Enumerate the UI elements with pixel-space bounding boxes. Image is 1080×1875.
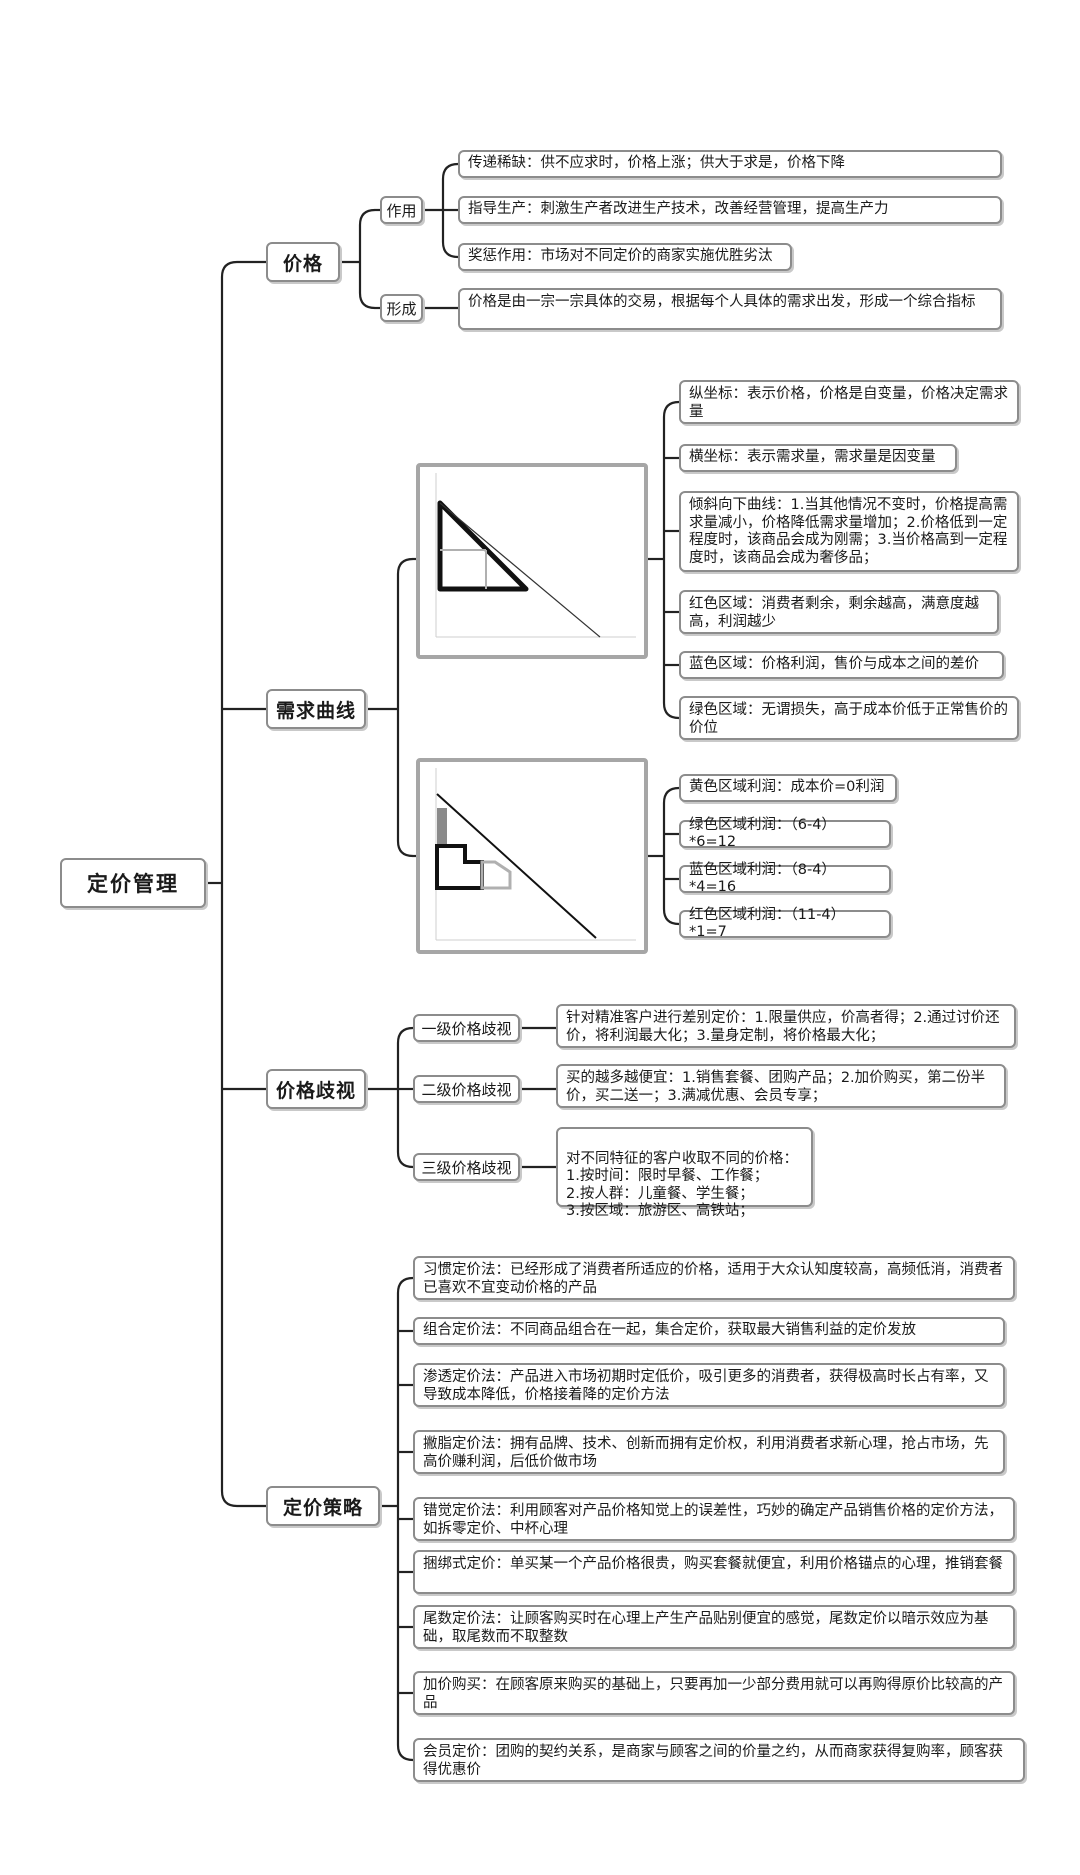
chart1-note-3[interactable]: 倾斜向下曲线：1.当其他情况不变时，价格提高需求量减小，价格降低需求量增加；2.… bbox=[679, 491, 1019, 572]
function-item-2[interactable]: 指导生产：刺激生产者改进生产技术，改善经营管理，提高生产力 bbox=[458, 196, 1002, 224]
strategy-item-4[interactable]: 撇脂定价法：拥有品牌、技术、创新而拥有定价权，利用消费者求新心理，抢占市场，先高… bbox=[413, 1430, 1005, 1474]
first-degree-text[interactable]: 针对精准客户进行差别定价：1.限量供应，价高者得；2.通过讨价还价，将利润最大化… bbox=[556, 1004, 1016, 1048]
strategy-item-2[interactable]: 组合定价法：不同商品组合在一起，集合定价，获取最大销售利益的定价发放 bbox=[413, 1317, 1005, 1345]
price-discrimination-node[interactable]: 价格歧视 bbox=[266, 1069, 366, 1109]
chart1-note-4[interactable]: 红色区域：消费者剩余，剩余越高，满意度越高，利润越少 bbox=[679, 590, 999, 634]
root-label: 定价管理 bbox=[87, 872, 179, 896]
price-discrimination-label: 价格歧视 bbox=[275, 1079, 356, 1102]
strategy-item-1[interactable]: 习惯定价法：已经形成了消费者所适应的价格，适用于大众认知度较高，高频低消，消费者… bbox=[413, 1256, 1015, 1300]
pricing-strategy-label: 定价策略 bbox=[282, 1496, 363, 1519]
strategy-item-7[interactable]: 尾数定价法：让顾客购买时在心理上产生产品贴别便宜的感觉，尾数定价以暗示效应为基础… bbox=[413, 1605, 1015, 1649]
demand-chart-1[interactable] bbox=[416, 463, 648, 659]
chart1-note-1[interactable]: 纵坐标：表示价格，价格是自变量，价格决定需求量 bbox=[679, 380, 1019, 424]
red-profit-region bbox=[437, 808, 447, 846]
demand-curve-line-2 bbox=[436, 793, 597, 939]
demand-chart-2[interactable] bbox=[416, 758, 648, 954]
strategy-item-5[interactable]: 错觉定价法：利用顾客对产品价格知觉上的误差性，巧妙的确定产品销售价格的定价方法，… bbox=[413, 1497, 1015, 1541]
demand-curve-line bbox=[439, 502, 601, 638]
demand-curve-node[interactable]: 需求曲线 bbox=[266, 689, 366, 729]
function-item-3[interactable]: 奖惩作用：市场对不同定价的商家实施优胜劣汰 bbox=[458, 243, 792, 271]
strategy-item-3[interactable]: 渗透定价法：产品进入市场初期时定低价，吸引更多的消费者，获得极高时长占有率，又导… bbox=[413, 1363, 1005, 1407]
strategy-item-9[interactable]: 会员定价：团购的契约关系，是商家与顾客之间的价量之约，从而商家获得复购率，顾客获… bbox=[413, 1738, 1025, 1782]
chart1-note-6[interactable]: 绿色区域：无谓损失，高于成本价低于正常售价的价位 bbox=[679, 696, 1019, 740]
chart2-note-2[interactable]: 绿色区域利润：（6-4）*6=12 bbox=[679, 817, 891, 850]
price-label: 价格 bbox=[282, 252, 323, 275]
third-degree-text[interactable]: 对不同特征的客户收取不同的价格： 1.按时间：限时早餐、工作餐； 2.按人群：儿… bbox=[556, 1127, 813, 1219]
demand-curve-label: 需求曲线 bbox=[275, 699, 356, 722]
chart1-note-2[interactable]: 横坐标：表示需求量，需求量是因变量 bbox=[679, 444, 957, 472]
strategy-item-8[interactable]: 加价购买：在顾客原来购买的基础上，只要再加一少部分费用就可以再购得原价比较高的产… bbox=[413, 1671, 1015, 1715]
chart2-note-1[interactable]: 黄色区域利润：成本价=0利润 bbox=[679, 774, 897, 802]
formation-item-1[interactable]: 价格是由一宗一宗具体的交易，根据每个人具体的需求出发，形成一个综合指标 bbox=[458, 288, 1002, 330]
formation-node[interactable]: 形成 bbox=[380, 294, 423, 322]
chart2-note-3[interactable]: 蓝色区域利润：（8-4）*4=16 bbox=[679, 862, 891, 895]
pricing-strategy-node[interactable]: 定价策略 bbox=[266, 1486, 380, 1526]
first-degree-node[interactable]: 一级价格歧视 bbox=[413, 1014, 520, 1042]
profit-blocks-outline bbox=[435, 844, 484, 890]
function-item-1[interactable]: 传递稀缺：供不应求时，价格上涨；供大于求是，价格下降 bbox=[458, 150, 1002, 178]
function-node[interactable]: 作用 bbox=[380, 196, 423, 224]
strategy-item-6[interactable]: 捆绑式定价：单买某一个产品价格很贵，购买套餐就便宜，利用价格锚点的心理，推销套餐 bbox=[413, 1550, 1015, 1594]
function-label: 作用 bbox=[386, 201, 417, 220]
demand-chart-2-graphic bbox=[435, 768, 636, 941]
price-node[interactable]: 价格 bbox=[266, 242, 340, 282]
demand-chart-1-graphic bbox=[435, 473, 636, 638]
chart2-note-4[interactable]: 红色区域利润：（11-4）*1=7 bbox=[679, 907, 891, 940]
third-degree-node[interactable]: 三级价格歧视 bbox=[413, 1153, 520, 1181]
second-degree-text[interactable]: 买的越多越便宜：1.销售套餐、团购产品；2.加价购买，第二份半价，买二送一；3.… bbox=[556, 1064, 1006, 1108]
second-degree-node[interactable]: 二级价格歧视 bbox=[413, 1075, 520, 1103]
chart1-note-5[interactable]: 蓝色区域：价格利润，售价与成本之间的差价 bbox=[679, 651, 1004, 679]
consumer-surplus-region bbox=[437, 500, 529, 592]
root-node[interactable]: 定价管理 bbox=[60, 858, 206, 908]
formation-label: 形成 bbox=[386, 299, 417, 318]
